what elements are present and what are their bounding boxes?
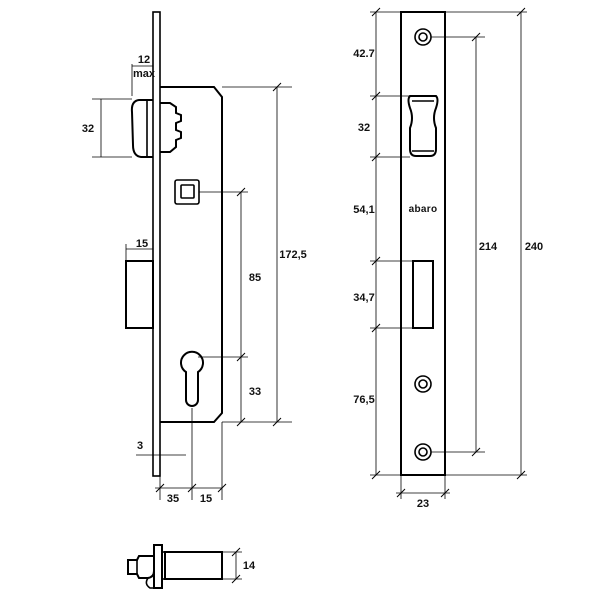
dim-bottom-thickness: 14 <box>222 547 256 584</box>
side-dead-bolt <box>125 260 154 329</box>
dim-front-width: 23 <box>396 475 450 510</box>
dim-latch-projection-label: 12 <box>138 54 150 66</box>
side-view: 12 max 32 15 85 33 <box>82 11 307 505</box>
brand-logo: abaro <box>409 204 438 215</box>
dim-screw-spacing: 214 <box>471 32 498 457</box>
dim-cylinder-to-bottom-label: 33 <box>249 386 261 398</box>
screw-bottom-outer <box>414 443 432 461</box>
dim-front-latch-height-label: 32 <box>358 122 370 134</box>
bottom-body <box>164 551 223 580</box>
screw-middle-inner <box>418 379 428 389</box>
dim-handle-to-cylinder: 85 <box>198 187 261 427</box>
dim-bottom-thickness-label: 14 <box>243 560 256 572</box>
dim-bolt-projection-label: 15 <box>136 238 148 250</box>
side-faceplate <box>152 11 161 477</box>
dim-latch-projection-note: max <box>133 68 156 80</box>
dim-faceplate-thickness-label: 3 <box>137 440 143 452</box>
screw-bottom-inner <box>418 447 428 457</box>
dim-side-latch-height: 32 <box>82 98 132 158</box>
spindle-hole-inner <box>180 184 195 199</box>
dim-handle-to-cylinder-label: 85 <box>249 272 261 284</box>
dim-side-latch-height-label: 32 <box>82 123 94 135</box>
dim-backset: 35 15 <box>155 408 227 505</box>
screw-top-outer <box>414 28 432 46</box>
dim-latch-to-bolt-label: 54,1 <box>353 204 374 216</box>
dim-faceplate-thickness: 3 <box>136 422 186 500</box>
bottom-view: 14 <box>127 544 256 589</box>
lock-body <box>160 86 223 423</box>
dim-bolt-height-label: 34,7 <box>353 292 374 304</box>
dim-bolt-to-screw-label: 76,5 <box>353 394 374 406</box>
front-bolt-slot <box>412 260 434 329</box>
dim-front-chain: 42.7 32 54,1 34,7 76,5 <box>353 7 413 480</box>
bottom-faceplate <box>153 544 163 589</box>
front-view: abaro 42.7 32 54,1 34,7 <box>353 7 543 510</box>
dim-total-height: 240 <box>445 7 543 480</box>
side-latch-ratchet <box>160 102 182 153</box>
front-latch <box>407 95 439 157</box>
spindle-hole-outer <box>174 179 200 205</box>
cylinder-hole <box>180 350 204 407</box>
dim-cylinder-to-bottom: 33 <box>249 386 261 398</box>
dim-bolt-projection: 15 <box>125 238 153 261</box>
dim-body-height: 172,5 <box>222 82 307 427</box>
dim-front-width-label: 23 <box>417 498 429 510</box>
dim-body-height-label: 172,5 <box>279 249 307 261</box>
dim-top-to-latch-label: 42.7 <box>353 48 374 60</box>
dim-latch-projection: 12 max <box>131 54 156 96</box>
dim-screw-spacing-label: 214 <box>479 241 498 253</box>
screw-top-inner <box>418 32 428 42</box>
bottom-latch <box>127 555 155 579</box>
dim-cylinder-offset-label: 15 <box>200 493 212 505</box>
front-faceplate <box>400 11 446 476</box>
screw-middle-outer <box>414 375 432 393</box>
side-latch-bolt <box>130 99 153 158</box>
dim-total-height-label: 240 <box>525 241 543 253</box>
dim-backset-label: 35 <box>167 493 179 505</box>
